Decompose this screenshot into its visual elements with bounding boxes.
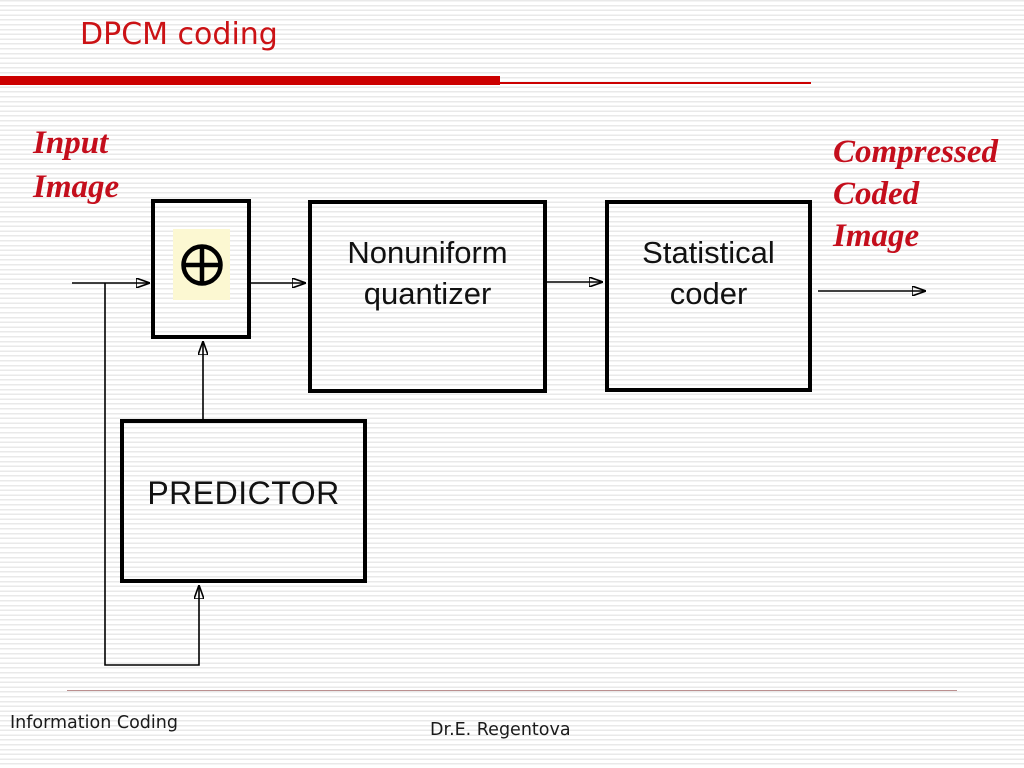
input-label-line2: Image [33, 169, 120, 205]
predictor-label: PREDICTOR [147, 475, 340, 511]
input-label-line1: Input [33, 125, 109, 161]
adder-highlight [173, 229, 230, 300]
quantizer-block: Nonuniform quantizer [308, 200, 547, 393]
coder-label-line1: Statistical [642, 235, 775, 270]
title-underline-bar [0, 76, 500, 85]
output-label-line2: Coded [833, 176, 920, 212]
footer-course-name: Information Coding [10, 713, 178, 733]
footer-divider [67, 690, 957, 691]
coder-label-line2: coder [669, 276, 748, 311]
predictor-block: PREDICTOR [120, 419, 367, 583]
slide-title: DPCM coding [80, 17, 278, 52]
output-label-line1: Compressed [833, 134, 998, 170]
adder-block [151, 199, 251, 339]
statistical-coder-block: Statistical coder [605, 200, 812, 392]
compressed-coded-image-label: Compressed Coded Image [833, 131, 998, 257]
quantizer-label-line1: Nonuniform [347, 235, 508, 270]
output-label-line3: Image [833, 218, 920, 254]
input-image-label: Input Image [33, 121, 119, 209]
title-underline-line [500, 82, 811, 84]
quantizer-label-line2: quantizer [363, 276, 492, 311]
footer-author-name: Dr.E. Regentova [430, 720, 571, 740]
circled-plus-icon [180, 243, 223, 286]
